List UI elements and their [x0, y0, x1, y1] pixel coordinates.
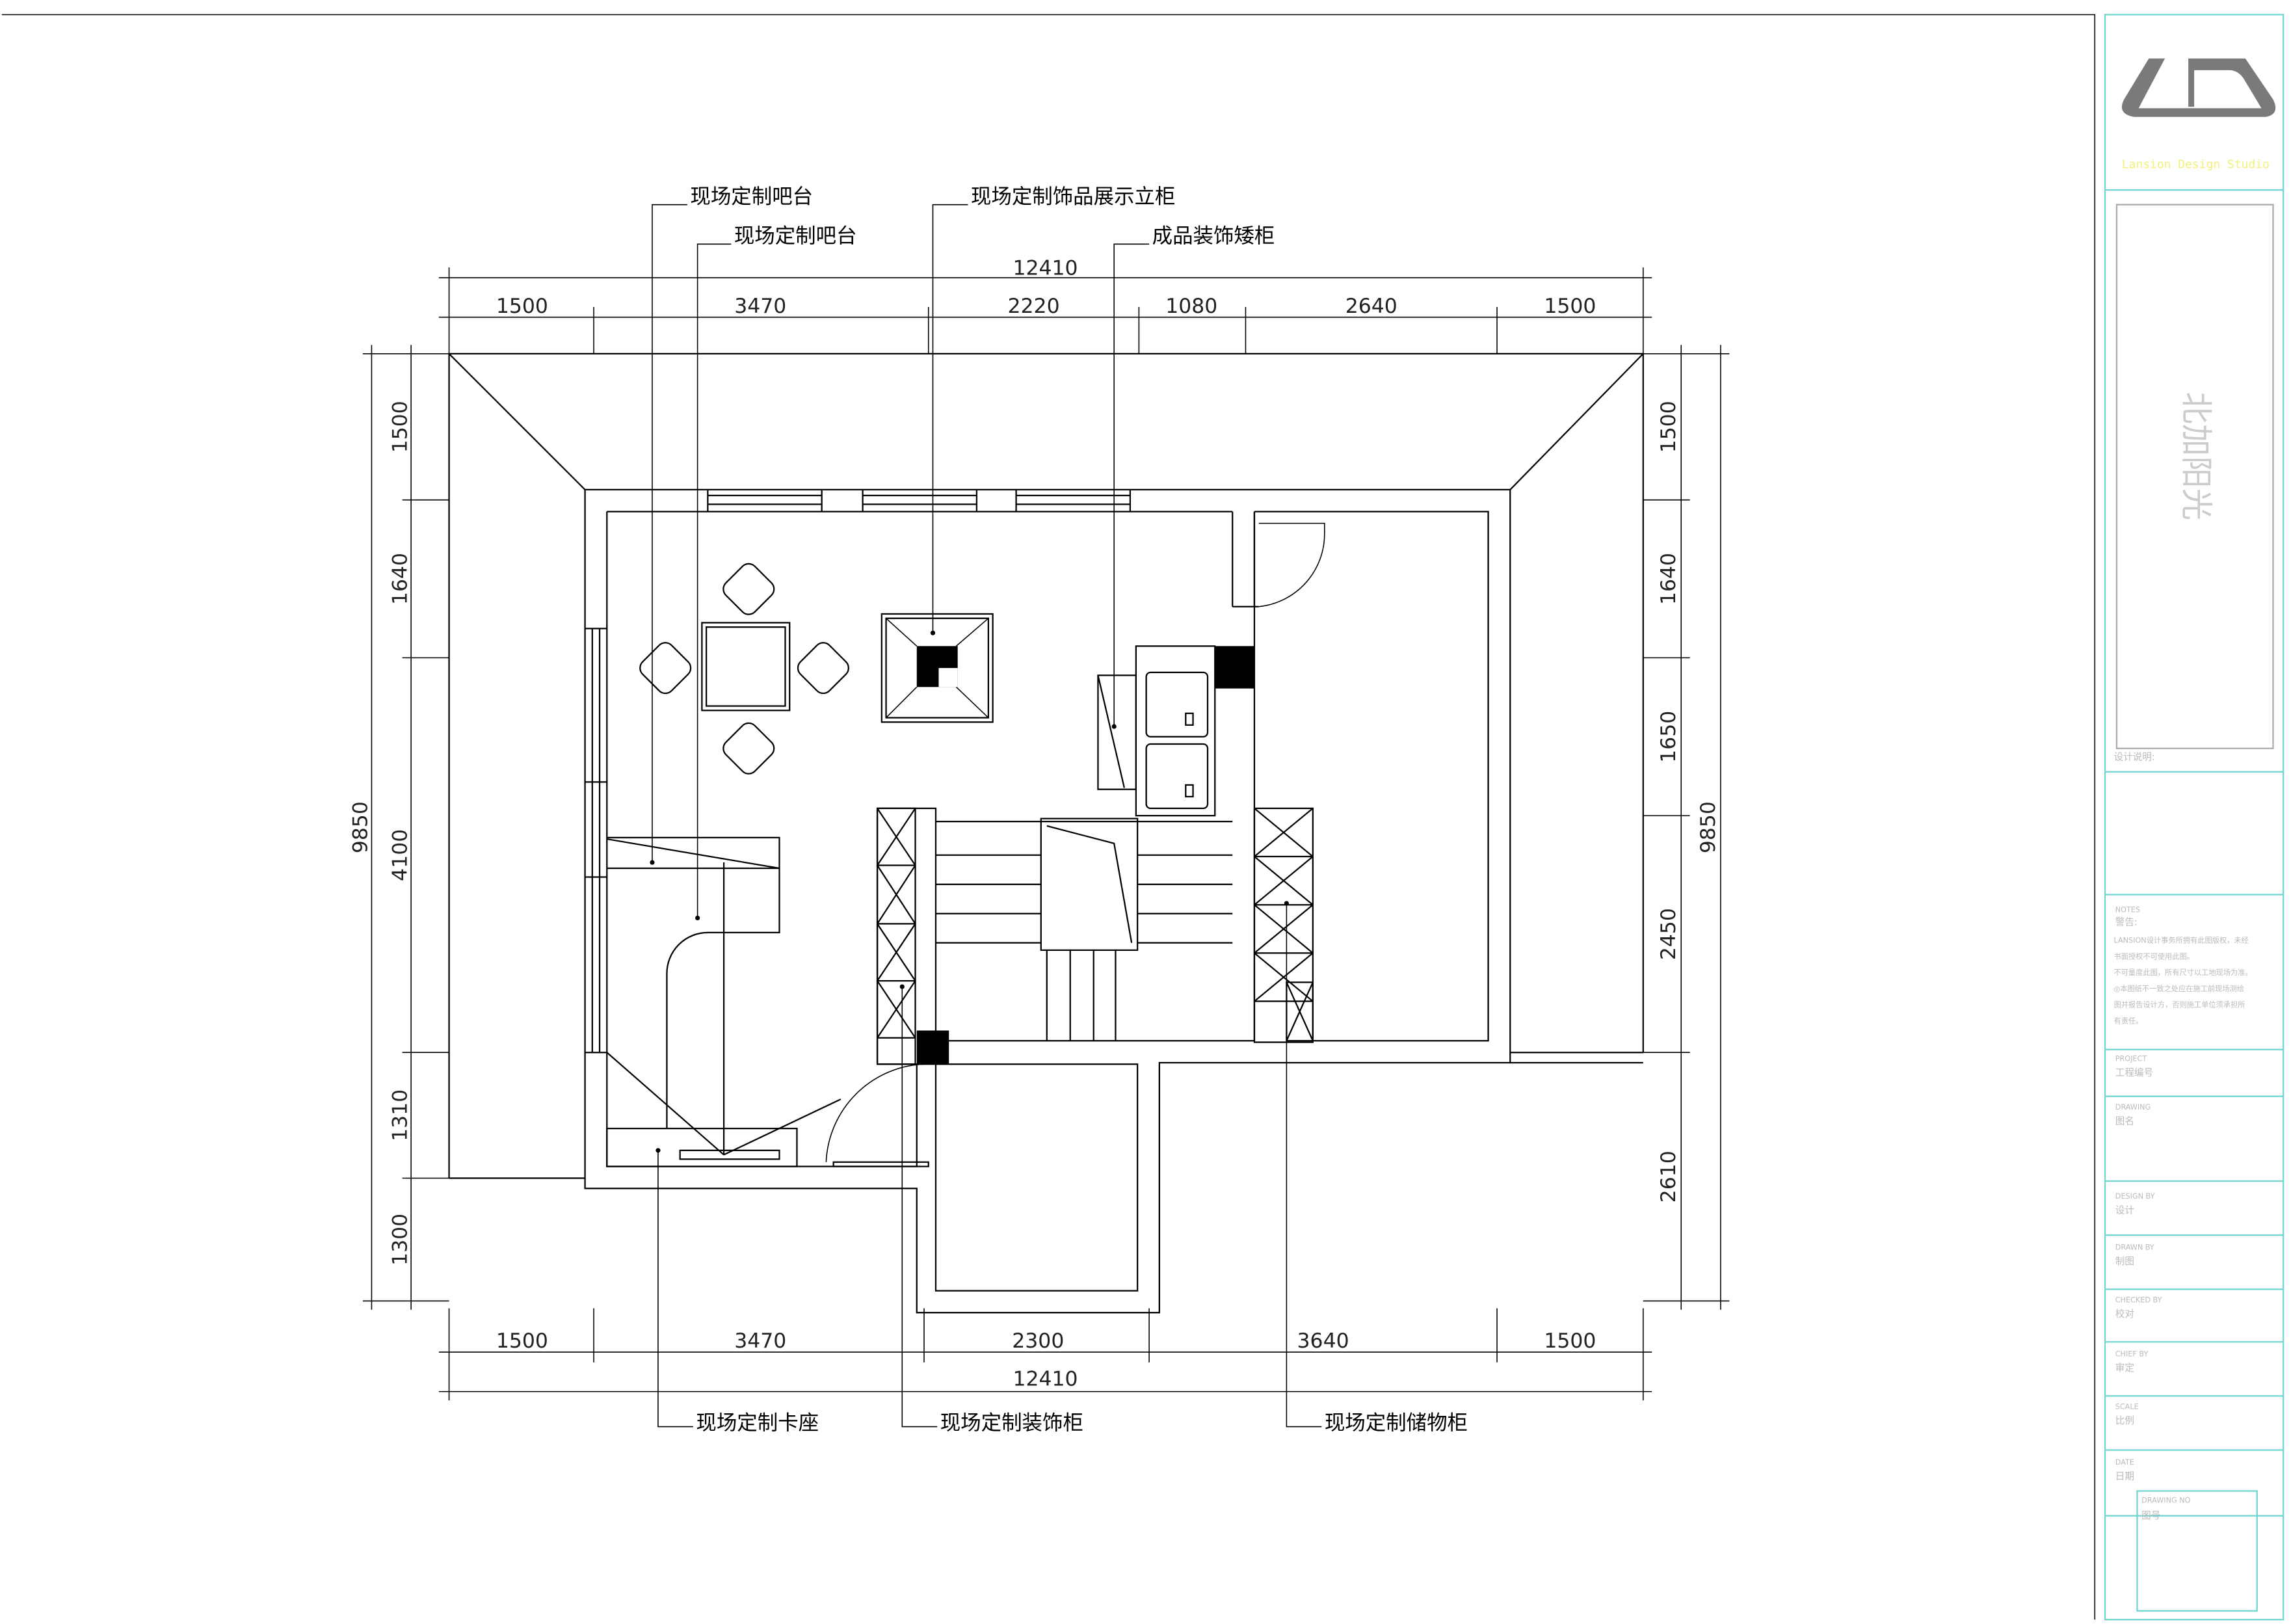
building-walls	[584, 488, 1511, 1314]
dim-bottom-5: 1500	[1544, 1329, 1596, 1353]
dim-left-total: 9850	[349, 801, 373, 853]
display-cabinet	[881, 613, 994, 723]
bottom-dimension-chain: 1500 3470 2300 3640 1500 12410	[438, 1308, 1652, 1401]
dim-right-2: 1640	[1657, 553, 1680, 605]
label-display-cabinet: 现场定制饰品展示立柜	[971, 185, 1176, 208]
storage-cabinet	[1253, 807, 1314, 1043]
dim-left-1: 1500	[388, 401, 412, 453]
leader-lines	[652, 204, 1322, 1428]
field-cn: 设计	[2115, 1205, 2134, 1216]
logo-text: Lansion Design Studio	[2122, 157, 2270, 171]
left-dimension-chain: 1500 1640 4100 1310 1300 9850	[349, 345, 449, 1310]
notes-cn: 警告:	[2115, 917, 2138, 928]
dim-left-2: 1640	[388, 553, 412, 605]
door-swing-top	[1258, 522, 1325, 607]
field-en: DRAWN BY	[2115, 1244, 2154, 1252]
drawing-no-cn: 图号	[2141, 1510, 2160, 1521]
label-decor-cabinet: 现场定制装饰柜	[940, 1411, 1083, 1435]
bar-counter	[606, 836, 841, 1156]
studio-logo: Lansion Design Studio	[2122, 58, 2276, 171]
dim-top-1: 1500	[496, 295, 548, 318]
dim-right-3: 1650	[1657, 711, 1680, 763]
dim-top-6: 1500	[1544, 295, 1596, 318]
title-block: Lansion Design Studio 北加阳光 设计说明: NOTES 警…	[2104, 14, 2284, 1621]
dining-table-set	[639, 563, 849, 775]
dim-right-total: 9850	[1697, 801, 1720, 853]
notes-line: 书面授权不可使用此图。	[2113, 952, 2193, 961]
drawing-frame	[1, 14, 2096, 1620]
dim-bottom-1: 1500	[496, 1329, 548, 1353]
leader-dots	[650, 630, 1289, 1153]
label-storage-cabinet: 现场定制储物柜	[1325, 1411, 1468, 1435]
dim-top-5: 2640	[1345, 295, 1397, 318]
booth-seat	[606, 1127, 929, 1167]
field-cn: 校对	[2115, 1309, 2134, 1320]
notes-line: 有责任。	[2113, 1016, 2143, 1025]
design-note-label: 设计说明:	[2113, 752, 2154, 763]
notes-line: 图并报告设计方，否则施工单位须承担所	[2113, 1000, 2245, 1009]
dim-top-total: 12410	[1013, 257, 1078, 280]
field-en: DATE	[2115, 1458, 2134, 1467]
notes-en: NOTES	[2115, 905, 2140, 914]
column	[1215, 646, 1254, 689]
column	[916, 1030, 949, 1065]
dim-right-1: 1500	[1657, 401, 1680, 453]
dim-top-3: 2220	[1008, 295, 1060, 318]
label-low-cabinet: 成品装饰矮柜	[1152, 224, 1275, 248]
field-en: CHIEF BY	[2115, 1350, 2149, 1359]
door-swing-bottom	[825, 1063, 925, 1162]
dim-left-4: 1310	[388, 1089, 412, 1141]
field-en: DESIGN BY	[2115, 1192, 2155, 1201]
label-booth-seat: 现场定制卡座	[696, 1411, 819, 1435]
drawing-no-en: DRAWING NO	[2141, 1496, 2190, 1504]
field-cn: 制图	[2115, 1256, 2134, 1267]
dim-bottom-2: 3470	[734, 1329, 786, 1353]
field-en: DRAWING	[2115, 1103, 2151, 1112]
field-cn: 比例	[2115, 1415, 2134, 1426]
staircase	[935, 818, 1233, 1041]
field-cn: 工程编号	[2115, 1067, 2153, 1078]
label-bar-counter-2: 现场定制吧台	[734, 224, 857, 248]
field-cn: 图名	[2115, 1115, 2134, 1126]
top-dimension-chain: 12410 1500 3470 2220 1080 2640 1500	[438, 257, 1652, 354]
field-en: CHECKED BY	[2115, 1296, 2162, 1305]
low-cabinet-and-washers	[1097, 645, 1216, 817]
project-name: 北加阳光	[2178, 392, 2216, 520]
right-dimension-chain: 1500 1640 1650 2450 2610 9850	[1643, 345, 1730, 1310]
decor-cabinet	[876, 807, 937, 1065]
dim-right-5: 2610	[1657, 1151, 1680, 1203]
field-en: PROJECT	[2115, 1055, 2147, 1063]
dim-left-3: 4100	[388, 829, 412, 881]
dim-top-4: 1080	[1165, 295, 1217, 318]
dim-top-2: 3470	[734, 295, 786, 318]
dim-bottom-4: 3640	[1297, 1329, 1349, 1353]
dim-bottom-3: 2300	[1012, 1329, 1064, 1353]
field-cn: 日期	[2115, 1471, 2134, 1482]
notes-line: LANSION设计事务所拥有此图版权，未经	[2113, 936, 2248, 945]
dim-bottom-total: 12410	[1013, 1368, 1078, 1391]
notes-line: 不可量度此图，所有尺寸以工地现场为准。	[2113, 968, 2252, 977]
label-bar-counter-1: 现场定制吧台	[690, 185, 813, 208]
notes-line: ◎本图纸不一致之处应在施工前现场测绘	[2113, 984, 2244, 993]
field-en: SCALE	[2115, 1403, 2139, 1411]
field-cn: 审定	[2115, 1363, 2134, 1374]
roof-outline	[448, 353, 1644, 1179]
dim-right-4: 2450	[1657, 908, 1680, 960]
dim-left-5: 1300	[388, 1214, 412, 1266]
